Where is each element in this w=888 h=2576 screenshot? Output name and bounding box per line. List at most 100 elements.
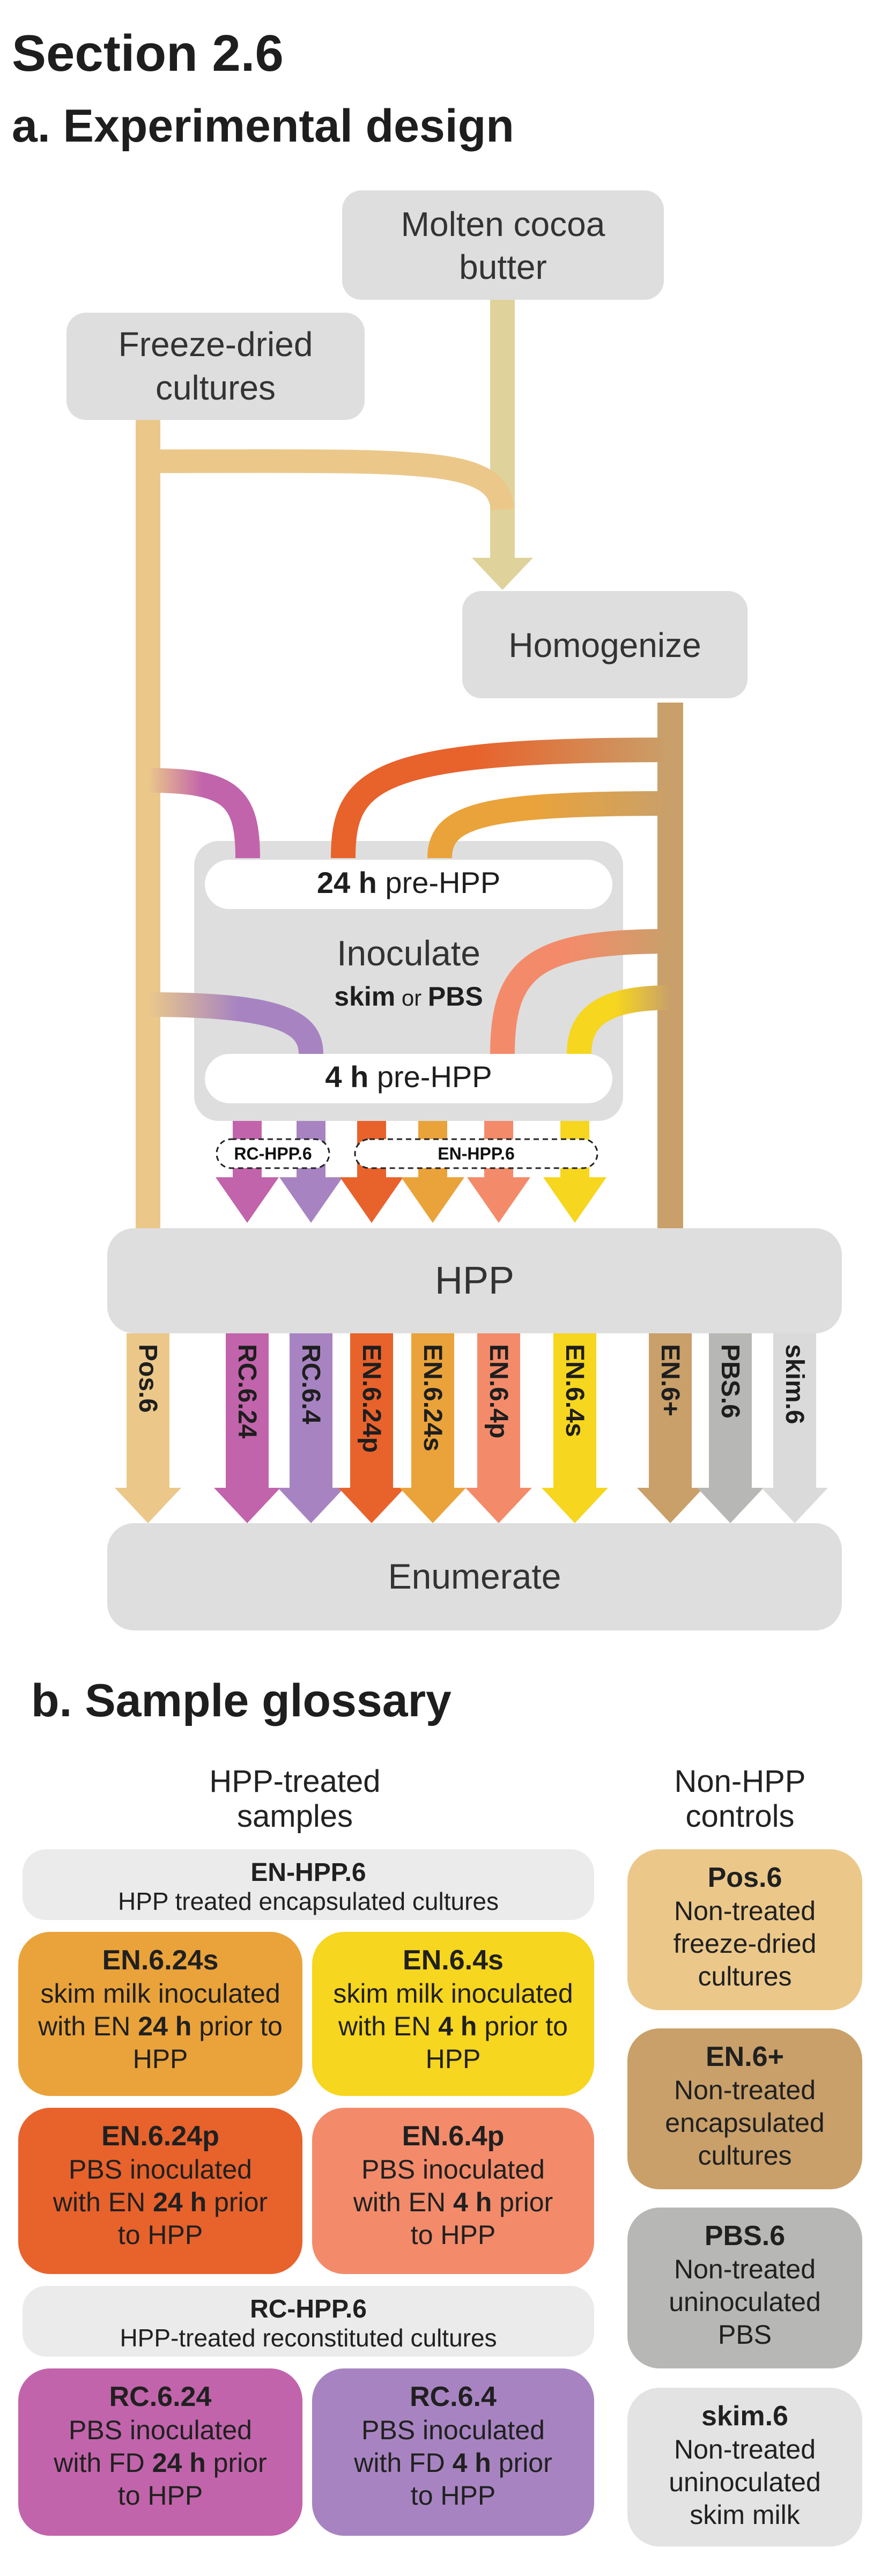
section-heading: Section 2.6 (12, 25, 284, 82)
rc-6-4-line1: PBS inoculated (361, 2415, 545, 2446)
rc-hpp-band: RC-HPP.6 HPP-treated reconstituted cultu… (23, 2286, 594, 2357)
output-label-skim-6: skim.6 (780, 1344, 809, 1424)
skim-6-line2: uninoculated (669, 2467, 821, 2498)
en24p-branch (331, 737, 671, 859)
glossary-en-6-4p: EN.6.4p PBS inoculated with EN 4 h prior… (312, 2108, 594, 2274)
freeze-dried-node (66, 313, 365, 420)
en-6-4s-line1: skim milk inoculated (333, 1979, 573, 2009)
experimental-design-diagram: 24 h pre-HPP 4 h pre-HPP Inoculate skim … (66, 190, 842, 1630)
pos-6-line1: Non-treated (674, 1896, 816, 1927)
fd-branch-stream (155, 449, 514, 511)
en-6-plus-line1: Non-treated (674, 2075, 816, 2106)
output-arrow-en-6-4s: EN.6.4s (542, 1333, 608, 1523)
rc-6-24-line3: to HPP (117, 2481, 203, 2511)
output-arrow-en-6-24p: EN.6.24p (338, 1333, 405, 1523)
en4p-branch (490, 929, 671, 1054)
en-6-24p-line1: PBS inoculated (69, 2154, 252, 2185)
inoculate-sublabel: skim or PBS (334, 981, 483, 1012)
cocoa-butter-label-2: butter (459, 248, 547, 286)
output-arrow-en-6-4p: EN.6.4p (465, 1333, 532, 1523)
rc-hpp-band-title: RC-HPP.6 (250, 2295, 367, 2323)
en-6-4s-line2: with EN 4 h prior to (338, 2011, 568, 2042)
glossary-rc-6-24: RC.6.24 PBS inoculated with FD 24 h prio… (18, 2368, 302, 2536)
output-arrow-pos-6: Pos.6 (115, 1333, 181, 1523)
hpp-label: HPP (435, 1259, 514, 1302)
pre-hpp-24h-label: 24 h pre-HPP (317, 866, 500, 899)
en-6-24p-line2: with EN 24 h prior (53, 2187, 268, 2218)
pbs-6-line2: uninoculated (669, 2287, 821, 2317)
output-label-en-6-plus: EN.6+ (656, 1344, 684, 1416)
pre-hpp-4h-pill (205, 1054, 612, 1103)
hpp-node (107, 1228, 842, 1333)
panel-b-title: b. Sample glossary (31, 1675, 452, 1726)
en-6-24s-line1: skim milk inoculated (40, 1979, 280, 2009)
hpp-treated-header: HPP-treated samples (129, 1764, 461, 1834)
en-6-plus-line2: encapsulated (665, 2108, 825, 2138)
output-label-en-6-4p: EN.6.4p (484, 1344, 513, 1438)
rc-6-4-title: RC.6.4 (410, 2381, 497, 2412)
hpp-treated-header-line2: samples (237, 1798, 353, 1834)
pos-6-line3: cultures (698, 1961, 792, 1992)
en-6-4p-line3: to HPP (410, 2220, 496, 2250)
rc-6-24-line1: PBS inoculated (69, 2415, 252, 2446)
pbs-6-line3: PBS (717, 2320, 772, 2350)
skim-6-line1: Non-treated (674, 2434, 816, 2465)
glossary-en-6-plus: EN.6+ Non-treated encapsulated cultures (627, 2028, 862, 2189)
pre-hpp-4h-label: 4 h pre-HPP (325, 1060, 492, 1094)
hpp-treated-header-line1: HPP-treated (209, 1764, 381, 1799)
glossary-en-6-24p: EN.6.24p PBS inoculated with EN 24 h pri… (18, 2108, 302, 2274)
en-hpp-group-box (354, 1138, 598, 1169)
pre-hpp-24h-pill (205, 860, 612, 909)
en-hpp-band: EN-HPP.6 HPP treated encapsulated cultur… (23, 1849, 594, 1920)
non-hpp-header: Non-HPP controls (622, 1764, 858, 1834)
en-6-4p-title: EN.6.4p (402, 2121, 505, 2152)
pos-6-title: Pos.6 (707, 1862, 782, 1893)
glossary-en-6-24s: EN.6.24s skim milk inoculated with EN 24… (18, 1932, 302, 2096)
rc-6-24-title: RC.6.24 (109, 2381, 212, 2412)
rc-hpp-group-label: RC-HPP.6 (234, 1144, 312, 1163)
en4s-branch (567, 985, 671, 1054)
rc-6-4-line3: to HPP (410, 2481, 496, 2511)
glossary-pos-6: Pos.6 Non-treated freeze-dried cultures (627, 1849, 862, 2010)
en-hpp-band-title: EN-HPP.6 (250, 1858, 366, 1887)
homogenize-node (462, 591, 748, 698)
output-arrow-pbs-6: PBS.6 (697, 1333, 764, 1523)
freeze-dried-label-2: cultures (156, 368, 276, 407)
cocoa-butter-label-1: Molten cocoa (401, 205, 605, 243)
output-label-rc-6-24: RC.6.24 (233, 1344, 261, 1438)
output-label-pos-6: Pos.6 (134, 1344, 162, 1413)
pos-6-line2: freeze-dried (673, 1929, 817, 1959)
output-arrow-en-6-plus: EN.6+ (637, 1333, 704, 1523)
en-6-24p-line3: to HPP (117, 2220, 203, 2250)
inoculate-label: Inoculate (337, 933, 480, 973)
en-6-24s-line3: HPP (132, 2044, 188, 2075)
en24s-branch (427, 791, 671, 859)
en-hpp-band-desc: HPP treated encapsulated cultures (117, 1887, 499, 1916)
glossary-skim-6: skim.6 Non-treated uninoculated skim mil… (627, 2388, 862, 2547)
en-6-4s-line3: HPP (425, 2044, 481, 2075)
non-hpp-header-line1: Non-HPP (674, 1764, 806, 1799)
cocoa-arrowhead (472, 558, 533, 590)
glossary-pbs-6: PBS.6 Non-treated uninoculated PBS (627, 2208, 862, 2368)
rc-6-24-line2: with FD 24 h prior (54, 2448, 267, 2478)
enumerate-node (107, 1523, 842, 1630)
non-hpp-header-line2: controls (685, 1798, 795, 1834)
en-6-plus-line3: cultures (698, 2140, 792, 2171)
hpp-input-arrows (216, 1121, 606, 1223)
rc24-branch (147, 768, 260, 859)
rc-hpp-band-desc: HPP-treated reconstituted cultures (120, 2324, 497, 2352)
en-6-24p-title: EN.6.24p (101, 2121, 219, 2152)
output-label-en-6-24s: EN.6.24s (418, 1344, 447, 1451)
output-label-en-6-24p: EN.6.24p (357, 1344, 386, 1453)
output-label-en-6-4s: EN.6.4s (560, 1344, 589, 1437)
en-6-24s-title: EN.6.24s (102, 1945, 219, 1976)
freeze-dried-label-1: Freeze-dried (119, 325, 313, 364)
rc-6-4-line2: with FD 4 h prior (354, 2448, 552, 2478)
pbs-6-title: PBS.6 (704, 2220, 786, 2252)
output-arrow-skim-6: skim.6 (761, 1333, 828, 1523)
skim-6-line3: skim milk (690, 2500, 800, 2530)
glossary-en-6-4s: EN.6.4s skim milk inoculated with EN 4 h… (312, 1932, 594, 2096)
output-arrow-rc-6-24: RC.6.24 (214, 1333, 280, 1523)
